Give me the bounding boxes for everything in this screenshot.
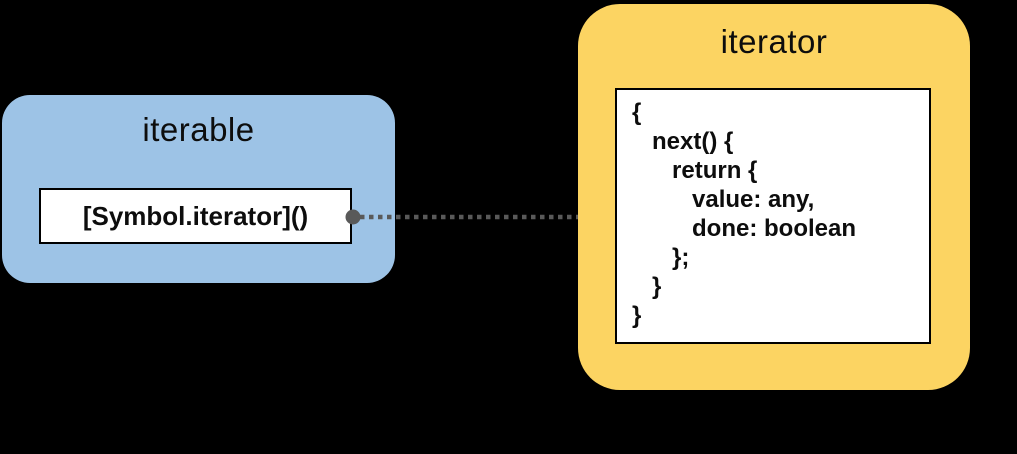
iterable-title: iterable	[142, 111, 255, 148]
symbol-iterator-method-box: [Symbol.iterator]()	[39, 188, 352, 244]
iterator-code-box: { next() { return { value: any, done: bo…	[615, 88, 931, 344]
iterator-title: iterator	[720, 23, 828, 60]
iterator-group: iterator { next() { return { value: any,…	[578, 4, 970, 390]
symbol-iterator-method-label: [Symbol.iterator]()	[82, 200, 309, 231]
iterable-group: iterable [Symbol.iterator]()	[2, 95, 395, 283]
iterator-code: { next() { return { value: any, done: bo…	[632, 99, 857, 329]
